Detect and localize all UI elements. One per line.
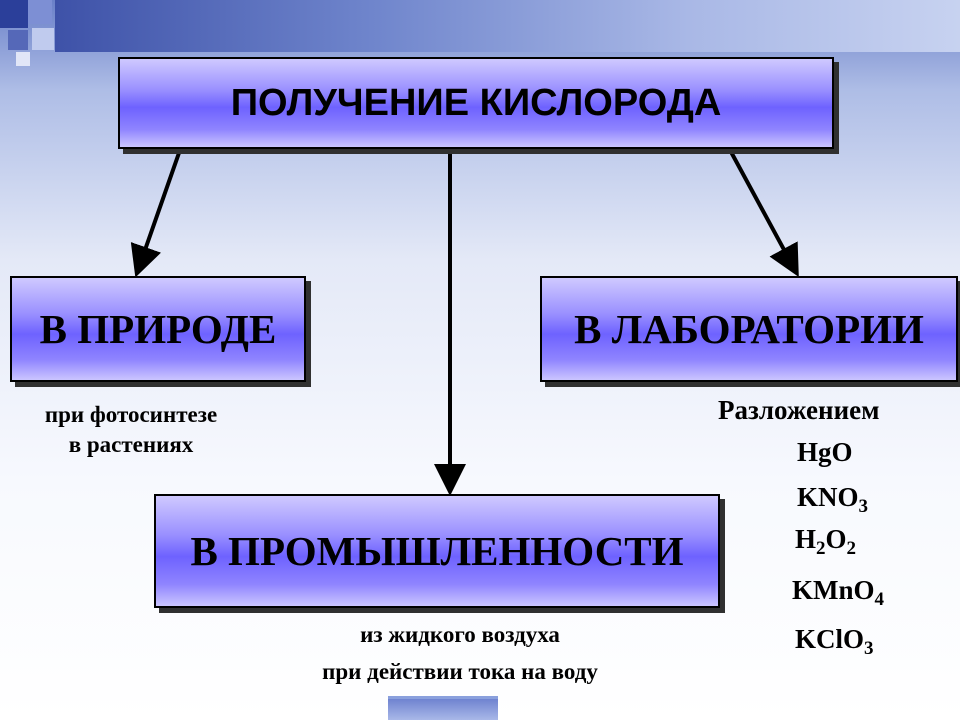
decoration-square xyxy=(32,28,54,50)
nature-box: В ПРИРОДЕ xyxy=(10,276,306,382)
decoration-square xyxy=(8,30,28,50)
industry-box: В ПРОМЫШЛЕННОСТИ xyxy=(154,494,720,608)
formula-kno3: KNO3 xyxy=(797,482,869,517)
footer-decoration xyxy=(388,696,498,720)
formula-kmno4: KMnO4 xyxy=(792,575,885,610)
title-box: ПОЛУЧЕНИЕ КИСЛОРОДА xyxy=(118,57,834,149)
lab-label: В ЛАБОРАТОРИИ xyxy=(574,306,924,352)
decoration-square xyxy=(16,52,30,66)
nature-note-line: при фотосинтезе xyxy=(44,402,218,427)
formula-h2o2: H2O2 xyxy=(795,524,857,559)
formula-hgo: HgO xyxy=(797,437,853,467)
industry-notes: из жидкого воздуха при действии тока на … xyxy=(230,622,690,685)
industry-note-line: из жидкого воздуха xyxy=(360,622,560,647)
decoration-square xyxy=(0,0,28,28)
arrow-to-nature xyxy=(130,149,182,278)
diagram-title: ПОЛУЧЕНИЕ КИСЛОРОДА xyxy=(230,81,722,124)
formula-kclo3: KClO3 xyxy=(795,624,874,659)
nature-notes: при фотосинтезе в растениях xyxy=(2,402,260,458)
industry-label: В ПРОМЫШЛЕННОСТИ xyxy=(190,528,684,574)
lab-box: В ЛАБОРАТОРИИ xyxy=(540,276,958,382)
nature-note-line: в растениях xyxy=(68,432,194,457)
arrow-to-lab xyxy=(728,149,799,278)
lab-method: Разложением xyxy=(718,395,880,425)
header-decoration-bar xyxy=(55,0,960,52)
industry-note-line: при действии тока на воду xyxy=(322,659,598,684)
decoration-square xyxy=(28,0,52,24)
nature-label: В ПРИРОДЕ xyxy=(39,306,277,352)
